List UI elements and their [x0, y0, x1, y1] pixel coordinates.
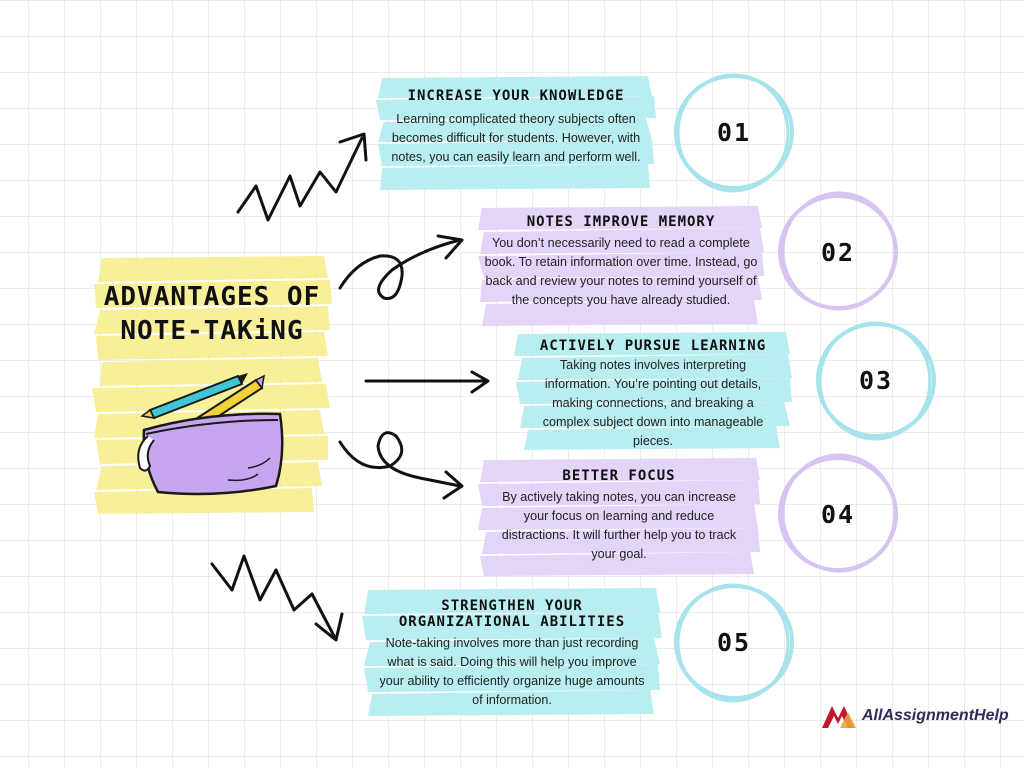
- circle-ring: [778, 191, 898, 311]
- card-heading: NOTES IMPROVE MEMORY: [526, 214, 716, 230]
- advantage-card-2: NOTES IMPROVE MEMORY You don’t necessari…: [478, 206, 764, 326]
- number-label: 05: [716, 627, 752, 657]
- advantage-card-5: STRENGTHEN YOUR ORGANiZATiONAL ABiLiTiES…: [362, 588, 662, 716]
- card-heading: ACTiVELY PURSUE LEARNiNG: [539, 338, 767, 354]
- arrow-icon: [236, 136, 364, 222]
- card-highlight-bg: [514, 332, 792, 450]
- arrow-icon: [210, 554, 336, 638]
- number-badge-1: 01: [670, 68, 798, 196]
- page-title: ADVANTAGES OF NOTE-TAKiNG: [103, 282, 321, 346]
- number-badge-5: 05: [670, 578, 798, 706]
- card-body: By actively taking notes, you can increa…: [501, 490, 737, 561]
- card-highlight-bg: [362, 588, 662, 716]
- brand-logo-icon: [822, 706, 856, 728]
- circle-ring: [816, 321, 936, 441]
- number-badge-3: 03: [812, 316, 940, 444]
- advantage-card-4: BETTER FOCUS By actively taking notes, y…: [478, 458, 760, 576]
- card-body: Learning complicated theory subjects oft…: [391, 112, 641, 164]
- arrow-icon: [338, 238, 462, 301]
- pen-icon: [140, 373, 248, 420]
- card-body: You don’t necessarily need to read a com…: [484, 236, 758, 307]
- brand-name[interactable]: AllAssignmentHelp: [862, 707, 1009, 724]
- number-badge-2: 02: [774, 188, 902, 316]
- card-heading: BETTER FOCUS: [562, 468, 676, 484]
- advantage-card-3: ACTiVELY PURSUE LEARNiNG Taking notes in…: [514, 332, 792, 450]
- advantage-card-1: INCREASE YOUR KNOWLEDGE Learning complic…: [376, 76, 656, 190]
- card-body: Taking notes involves interpreting infor…: [542, 358, 764, 448]
- card-heading: STRENGTHEN YOUR ORGANiZATiONAL ABiLiTiES: [398, 598, 626, 630]
- arrow-icon: [338, 431, 462, 488]
- card-heading: INCREASE YOUR KNOWLEDGE: [407, 88, 625, 104]
- number-label: 03: [858, 365, 894, 395]
- circle-ring: [674, 73, 794, 193]
- card-highlight-bg: [478, 458, 760, 576]
- number-badge-4: 04: [774, 450, 902, 578]
- circle-ring: [778, 453, 898, 573]
- card-highlight-bg: [376, 76, 656, 190]
- card-body: Note-taking involves more than just reco…: [379, 636, 645, 707]
- pencil-case-illustration: [137, 373, 284, 496]
- number-label: 04: [820, 499, 856, 529]
- circle-ring: [674, 583, 794, 703]
- number-label: 02: [820, 237, 856, 267]
- number-label: 01: [716, 117, 752, 147]
- card-highlight-bg: [478, 206, 764, 326]
